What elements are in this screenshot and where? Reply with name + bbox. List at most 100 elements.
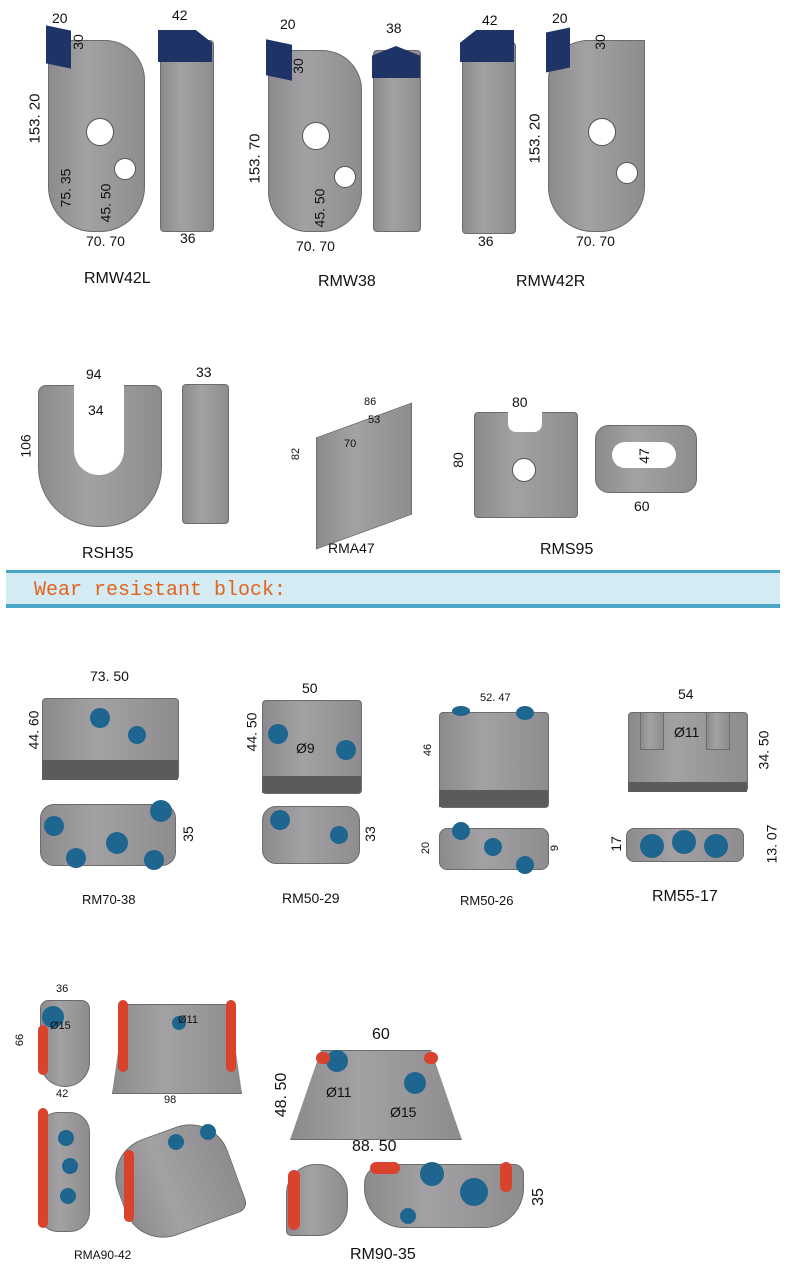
dim: 35 bbox=[529, 1188, 547, 1206]
section-title: Wear resistant block: bbox=[34, 579, 287, 602]
dim: 45. 50 bbox=[97, 183, 114, 223]
dim: 86 bbox=[364, 396, 377, 408]
hardfacing bbox=[424, 1052, 438, 1064]
part-label: RM50-29 bbox=[282, 890, 340, 906]
dim: 44. 60 bbox=[25, 710, 42, 750]
dim: 50 bbox=[302, 680, 318, 696]
mounting-hole bbox=[114, 158, 136, 180]
stud-boss bbox=[706, 712, 730, 750]
stud bbox=[90, 708, 110, 728]
stud bbox=[452, 822, 470, 840]
dim: 48. 50 bbox=[273, 1072, 291, 1118]
dim: Ø15 bbox=[390, 1104, 417, 1120]
notch bbox=[508, 410, 542, 432]
dim: 30 bbox=[591, 34, 608, 50]
hardfacing bbox=[316, 1052, 330, 1064]
dim: 20 bbox=[52, 10, 68, 26]
mounting-hole bbox=[512, 458, 536, 482]
part-label: RMA90-42 bbox=[74, 1248, 132, 1262]
dim: 80 bbox=[512, 394, 528, 410]
dim: Ø9 bbox=[296, 740, 315, 756]
stud bbox=[66, 848, 86, 868]
stud bbox=[452, 706, 470, 716]
hardfacing bbox=[118, 1000, 128, 1072]
carbide-tip bbox=[158, 30, 212, 62]
side-view bbox=[182, 384, 229, 524]
dim: 75. 35 bbox=[57, 168, 74, 208]
dim: 42 bbox=[172, 7, 188, 23]
dim: Ø11 bbox=[326, 1084, 352, 1100]
stud bbox=[420, 1162, 444, 1186]
stud bbox=[270, 810, 290, 830]
stud bbox=[672, 830, 696, 854]
stud bbox=[200, 1124, 216, 1140]
carbide-tip bbox=[546, 27, 570, 73]
dim: 20 bbox=[280, 16, 296, 32]
side-view bbox=[373, 50, 421, 232]
dim: 66 bbox=[14, 1033, 27, 1047]
dim: 33 bbox=[196, 364, 212, 380]
stud bbox=[42, 1006, 64, 1028]
dim: 13. 07 bbox=[763, 824, 780, 864]
base bbox=[439, 790, 548, 807]
stud bbox=[58, 1130, 74, 1146]
dim: 44. 50 bbox=[243, 712, 260, 752]
dim: 30 bbox=[289, 58, 306, 74]
mounting-hole bbox=[302, 122, 330, 150]
dim: Ø11 bbox=[178, 1014, 198, 1026]
dim: 70 bbox=[344, 438, 357, 450]
stud bbox=[330, 826, 348, 844]
stud bbox=[172, 1016, 186, 1030]
dim: 52. 47 bbox=[480, 692, 511, 704]
stud bbox=[400, 1208, 416, 1224]
dim: 34. 50 bbox=[755, 730, 772, 770]
hardfacing bbox=[288, 1170, 300, 1230]
dim: Ø11 bbox=[674, 724, 700, 740]
carbide-tip bbox=[460, 30, 514, 62]
dim: 73. 50 bbox=[90, 668, 129, 684]
hardfacing bbox=[38, 1108, 48, 1228]
dim: 106 bbox=[17, 434, 34, 458]
base bbox=[42, 760, 178, 780]
hardfacing bbox=[226, 1000, 236, 1072]
stud bbox=[516, 856, 534, 874]
stud bbox=[404, 1072, 426, 1094]
dim: 70. 70 bbox=[296, 238, 335, 254]
side-view bbox=[462, 42, 516, 234]
slot bbox=[612, 442, 676, 468]
side-view bbox=[160, 40, 214, 232]
stud bbox=[460, 1178, 488, 1206]
dim: 38 bbox=[386, 20, 402, 36]
base bbox=[262, 776, 361, 793]
stud bbox=[168, 1134, 184, 1150]
dim: 20 bbox=[420, 841, 433, 855]
dim: 53 bbox=[368, 414, 381, 426]
part-label: RMW38 bbox=[318, 273, 376, 290]
dim: 36 bbox=[180, 230, 196, 246]
dim: 36 bbox=[56, 983, 69, 995]
stud bbox=[106, 832, 128, 854]
iso-view bbox=[364, 1164, 524, 1228]
dim: 34 bbox=[88, 402, 104, 418]
part-label: RM55-17 bbox=[652, 888, 718, 905]
part-label: RM70-38 bbox=[82, 892, 136, 907]
stud bbox=[484, 838, 502, 856]
stud bbox=[144, 850, 164, 870]
dim: 80 bbox=[449, 452, 466, 468]
stud bbox=[60, 1188, 76, 1204]
dim: 94 bbox=[86, 366, 102, 382]
part-label: RMW42R bbox=[516, 273, 586, 290]
dim: 9 bbox=[549, 844, 562, 852]
stud bbox=[44, 816, 64, 836]
dim: 60 bbox=[634, 498, 650, 514]
part-label: RMA47 bbox=[328, 540, 375, 556]
mounting-hole bbox=[86, 118, 114, 146]
dim: 45. 50 bbox=[311, 188, 328, 228]
dim: 60 bbox=[372, 1026, 390, 1043]
stud bbox=[640, 834, 664, 858]
mounting-hole bbox=[588, 118, 616, 146]
dim: 46 bbox=[422, 743, 435, 757]
part-label: RSH35 bbox=[82, 545, 134, 562]
carbide-tip bbox=[266, 39, 292, 81]
hardfacing bbox=[500, 1162, 512, 1192]
